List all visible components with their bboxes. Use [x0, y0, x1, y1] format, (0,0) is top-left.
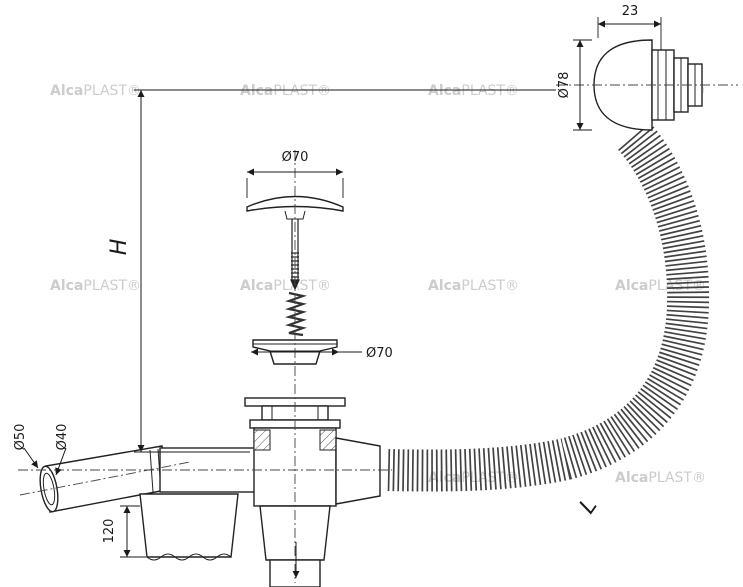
- centerlines: [18, 84, 738, 583]
- watermark: AlcaPLAST®: [615, 470, 706, 486]
- dim-gasket-diameter-label: Ø70: [366, 346, 393, 361]
- dim-trap-height-label: 120: [102, 519, 117, 544]
- dim-height-label: H: [107, 239, 132, 256]
- dim-plug-diameter-label: Ø70: [282, 150, 309, 165]
- section-hatch-left: [253, 429, 271, 451]
- watermark: AlcaPLAST®: [428, 83, 519, 99]
- plug-cap: [246, 195, 344, 212]
- watermark: AlcaPLAST®: [240, 83, 331, 99]
- watermark: AlcaPLAST®: [50, 278, 141, 294]
- dim-gasket-diameter: Ø70: [251, 346, 393, 361]
- dim-overall-height: H: [107, 89, 556, 453]
- watermark: AlcaPLAST®: [50, 83, 141, 99]
- spring: [284, 291, 308, 337]
- spout-axis-centerline: [19, 461, 191, 496]
- dim-length-label: L: [575, 494, 603, 518]
- dim-cap-diameter: Ø78: [557, 39, 592, 131]
- watermark-layer: AlcaPLAST® AlcaPLAST® AlcaPLAST® AlcaPLA…: [50, 83, 706, 486]
- hose-nut: [335, 437, 381, 505]
- dim-trap-height: 120: [102, 505, 146, 558]
- dim-outlet-diameters: Ø50 Ø40: [13, 424, 70, 476]
- watermark: AlcaPLAST®: [240, 278, 331, 294]
- dim-cap-diameter-label: Ø78: [557, 72, 572, 99]
- drain-tee-body: [253, 427, 381, 587]
- dim-outlet-outer-label: Ø50: [13, 424, 28, 451]
- section-hatch-right: [319, 429, 337, 451]
- watermark: AlcaPLAST®: [428, 278, 519, 294]
- dim-plug-diameter: Ø70: [246, 150, 344, 198]
- trap-nut: [139, 493, 239, 561]
- dim-outlet-inner-label: Ø40: [55, 424, 70, 451]
- dim-cap-width: 23: [597, 4, 662, 50]
- dim-cap-width-label: 23: [622, 4, 639, 19]
- corrugated-hose: [385, 122, 710, 492]
